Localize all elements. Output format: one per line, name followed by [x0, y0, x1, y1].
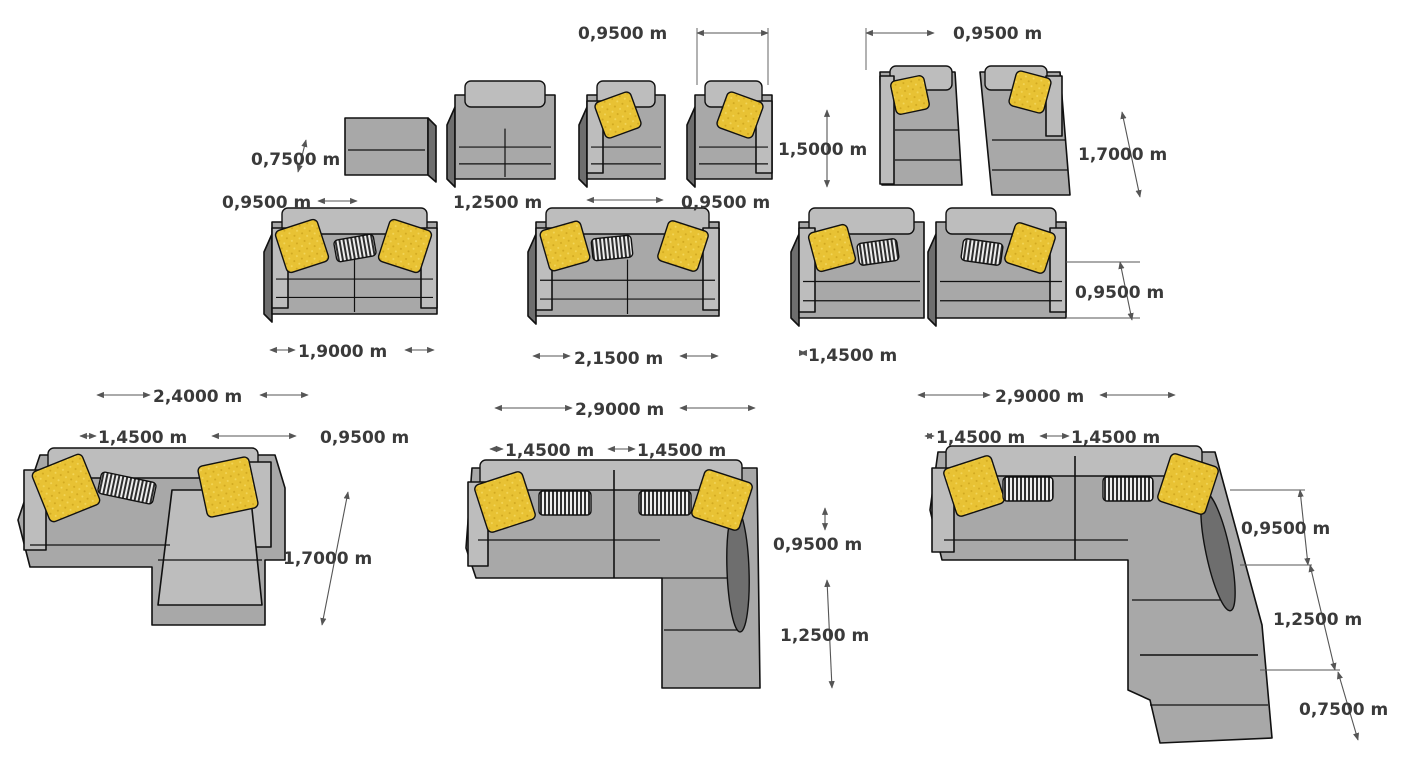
chaise-right-top-yellow-pillow: [1008, 70, 1052, 114]
sofa-190-side: [263, 233, 273, 323]
label-ottoman-depth: 0,7500 m: [251, 150, 340, 170]
dimension-labels: 0,7500 m 0,9500 m 1,2500 m 0,9500 m 0,95…: [98, 24, 1388, 720]
label-sect1-total: 2,4000 m: [153, 387, 242, 407]
label-sect1-depth: 1,7000 m: [283, 549, 372, 569]
label-sect3-seat-a: 1,4500 m: [936, 428, 1025, 448]
ottoman: [344, 117, 437, 183]
sofa-215-yellow-pillow-right: [657, 220, 709, 272]
label-sect2-total: 2,9000 m: [575, 400, 664, 420]
corner-right-module-side: [686, 106, 696, 188]
dim-sect3-depth-a: [1297, 489, 1311, 566]
label-sofa-190: 1,9000 m: [298, 342, 387, 362]
pair-right-striped-pillow: [960, 238, 1004, 266]
label-ottoman-width: 0,9500 m: [222, 193, 311, 213]
sectional-3-back: [945, 445, 1203, 477]
sectional-3: [929, 445, 1273, 744]
label-sect3-depth-b: 1,2500 m: [1273, 610, 1362, 630]
dimension-lines: [79, 28, 1359, 741]
sofa-190-yellow-pillow-left: [274, 218, 330, 274]
dim-sect3-depth-b: [1308, 564, 1337, 671]
sectional-1-yellow-pillow-left: [31, 453, 101, 523]
dim-chaise-depth-top: [1120, 111, 1142, 198]
pair-right-module-right-arm: [1049, 227, 1067, 313]
corner-right-module-right-arm: [755, 100, 773, 174]
label-sect3-seat-b: 1,4500 m: [1071, 428, 1160, 448]
dim-sect2-depth-b: [824, 579, 835, 689]
sofa-215-side: [527, 233, 537, 325]
label-corner-depth: 1,5000 m: [778, 140, 867, 160]
sectional-2-striped-pillow-left: [538, 490, 592, 516]
sofa-215-striped-pillow: [590, 234, 634, 262]
pair-right-module-side: [927, 233, 937, 327]
sectional-1-striped-pillow: [97, 471, 157, 505]
sofa-190-striped-pillow: [333, 233, 377, 263]
corner-left-yellow-pillow: [594, 91, 642, 139]
label-armless-width: 1,2500 m: [453, 193, 542, 213]
sofa-215-yellow-pillow-left: [539, 220, 591, 272]
corner-left-module-side: [578, 106, 588, 188]
dim-sect3-depth-c: [1337, 671, 1359, 741]
label-sect3-total: 2,9000 m: [995, 387, 1084, 407]
chaise-left-top-arm: [879, 75, 895, 185]
corner-right-yellow-pillow: [716, 91, 764, 139]
sectional-3-striped-pillow-right: [1102, 476, 1154, 502]
sectional-3-yellow-pillow-right: [1157, 453, 1219, 515]
label-sect3-depth-c: 0,7500 m: [1299, 700, 1388, 720]
pair-left-module: [790, 207, 925, 327]
dim-ottoman-depth: [296, 139, 308, 173]
dim-sect1-depth: [320, 491, 350, 626]
label-sect2-depth-b: 1,2500 m: [780, 626, 869, 646]
pair-right-yellow-pillow: [1004, 222, 1056, 274]
label-pair-width: 1,4500 m: [808, 346, 897, 366]
ottoman-side: [427, 117, 437, 183]
sectional-2-striped-pillow-right: [638, 490, 692, 516]
label-sofa-215: 2,1500 m: [574, 349, 663, 369]
armless-module-back-cushion: [464, 80, 546, 108]
armless-module-side: [446, 106, 456, 188]
label-corner-pair-width: 0,9500 m: [681, 193, 770, 213]
sectional-2-yellow-pillow-right: [691, 469, 753, 531]
pair-left-striped-pillow: [856, 238, 900, 266]
chaise-right-top-arm: [1045, 75, 1063, 137]
label-corner-pair-width-top: 0,9500 m: [578, 24, 667, 44]
label-sect1-seat: 1,4500 m: [98, 428, 187, 448]
ottoman-top: [344, 117, 429, 176]
dim-pair-depth: [1118, 261, 1134, 321]
sectional-3-yellow-pillow-left: [943, 455, 1005, 517]
label-sect2-seat-b: 1,4500 m: [637, 441, 726, 461]
sectional-2-back: [479, 459, 743, 491]
label-chaise-depth-top: 1,7000 m: [1078, 145, 1167, 165]
label-sect2-depth-a: 0,9500 m: [773, 535, 862, 555]
label-sect2-seat-a: 1,4500 m: [505, 441, 594, 461]
sofa-modules: [17, 65, 1273, 744]
pair-left-yellow-pillow: [807, 223, 857, 273]
sofa-190-yellow-pillow-right: [377, 218, 433, 274]
label-sect3-depth-a: 0,9500 m: [1241, 519, 1330, 539]
armless-module: [446, 80, 556, 188]
sectional-1-yellow-pillow-right: [197, 456, 259, 518]
chaise-left-top-yellow-pillow: [890, 75, 930, 115]
sectional-2-yellow-pillow-left: [474, 471, 536, 533]
sofa-215-right-arm: [702, 227, 720, 311]
sectional-3-striped-pillow-left: [1002, 476, 1054, 502]
pair-left-module-side: [790, 233, 800, 327]
label-chaise-width-top: 0,9500 m: [953, 24, 1042, 44]
label-pair-depth: 0,9500 m: [1075, 283, 1164, 303]
label-sect1-chaise-width: 0,9500 m: [320, 428, 409, 448]
